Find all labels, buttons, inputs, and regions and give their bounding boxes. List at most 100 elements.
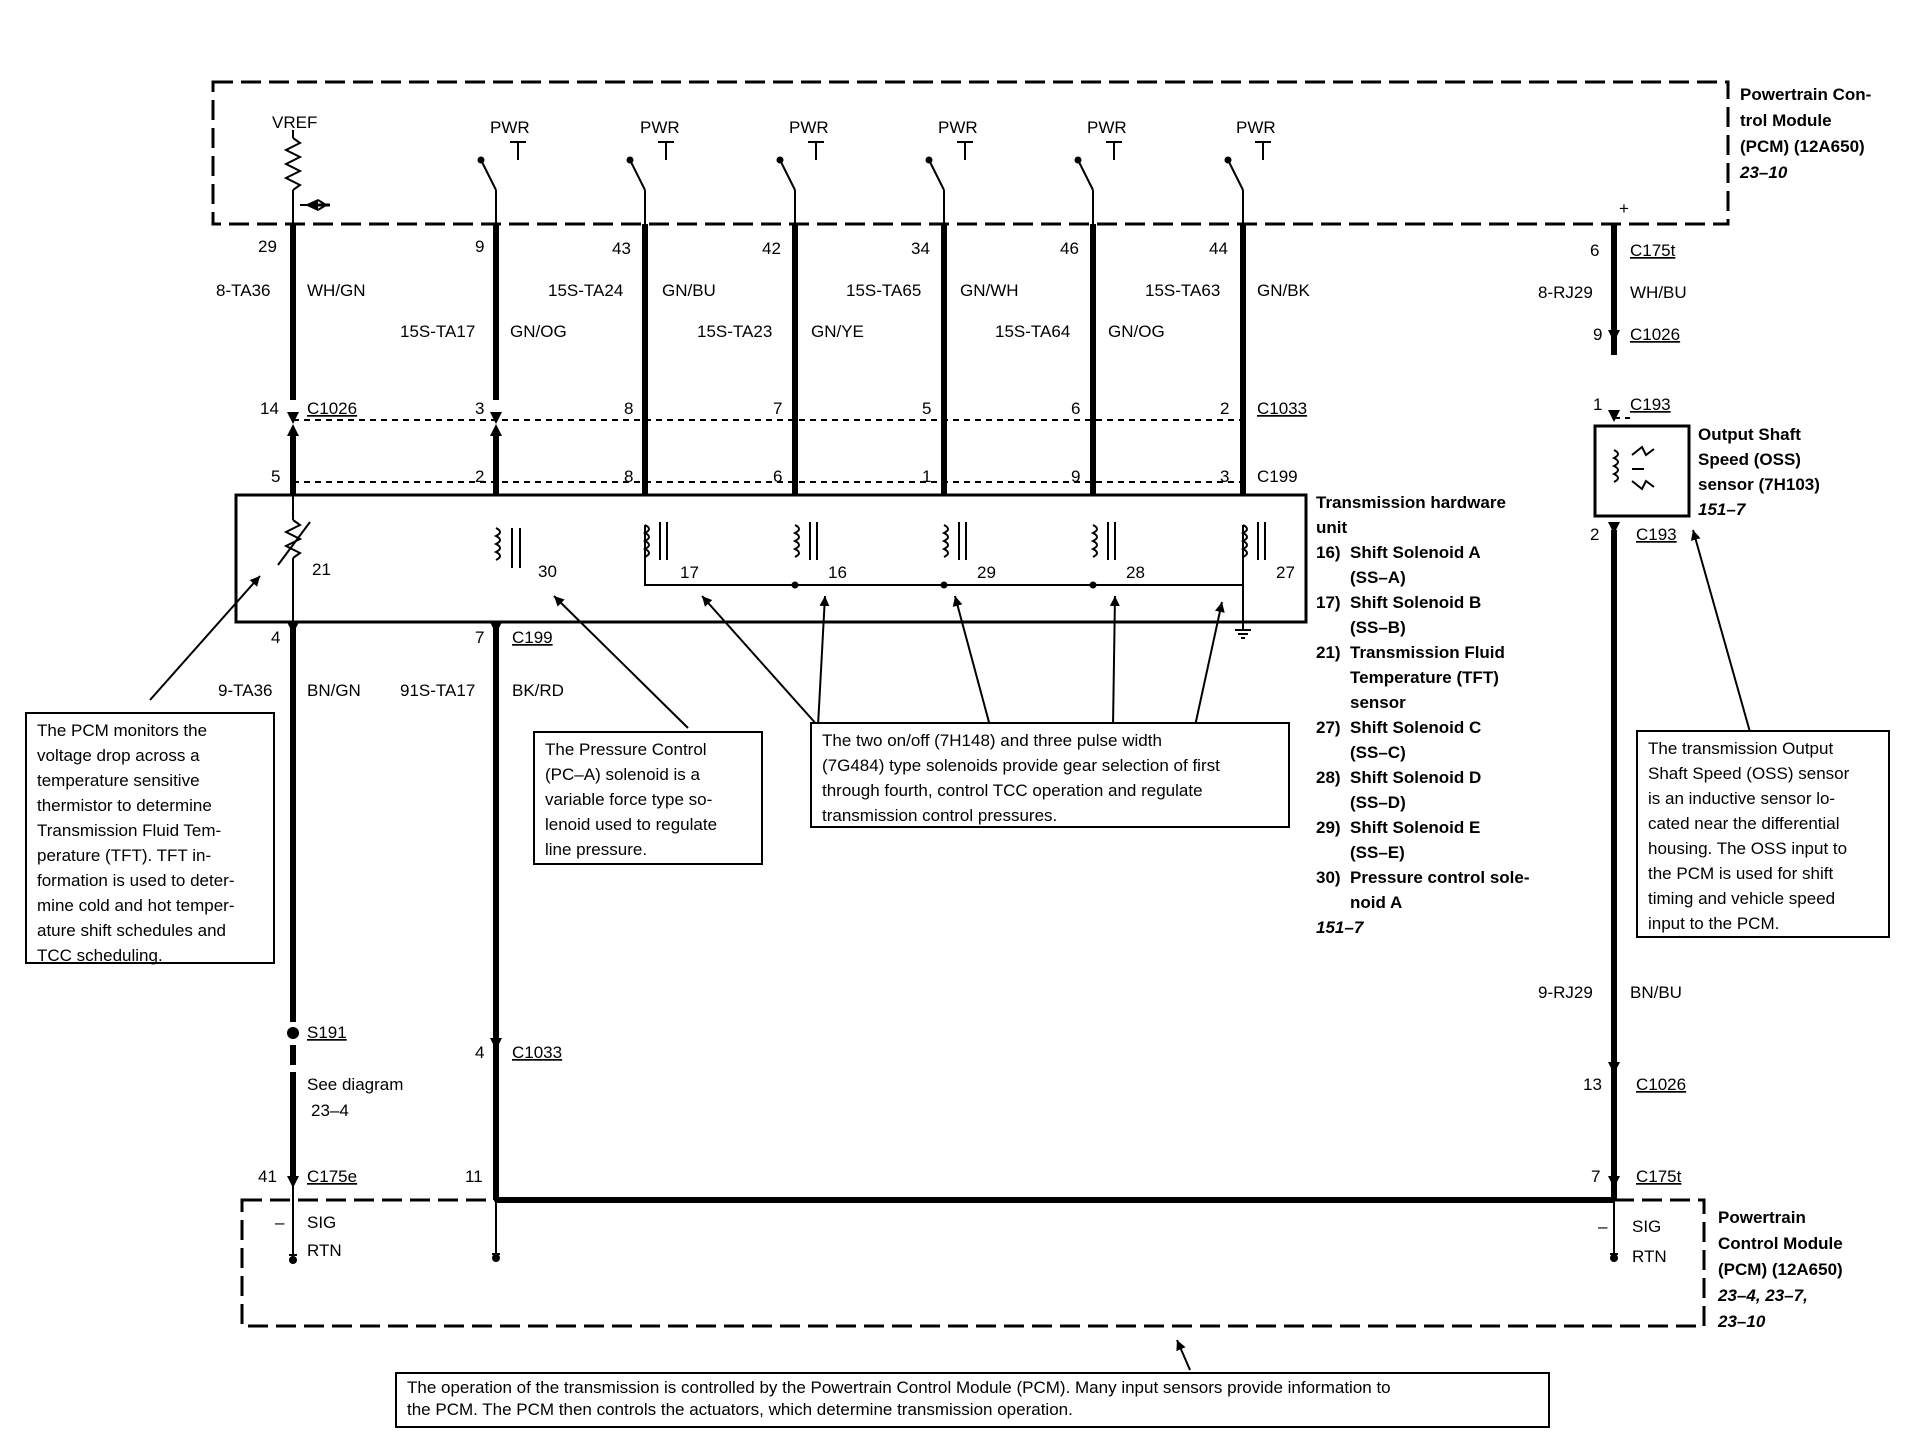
note-oss-line: is an inductive sensor lo- bbox=[1648, 789, 1836, 808]
note-tft-line: ature shift schedules and bbox=[37, 921, 227, 940]
see-diagram-1: See diagram bbox=[307, 1075, 403, 1094]
circuit-15s-ta23: 15S-TA23 bbox=[697, 322, 772, 341]
item-30-line2: noid A bbox=[1350, 893, 1402, 912]
note-oss-line: housing. The OSS input to bbox=[1648, 839, 1848, 858]
note-oss-line: Shaft Speed (OSS) sensor bbox=[1648, 764, 1850, 783]
plus-sign: + bbox=[1619, 199, 1629, 218]
wires-thin bbox=[292, 1180, 1615, 1260]
oss-circuit-9-rj29: 9-RJ29 bbox=[1538, 983, 1593, 1002]
pointer-arrows bbox=[149, 529, 1751, 1371]
c1033-label: C1033 bbox=[1257, 399, 1307, 418]
pin-8b: 8 bbox=[624, 467, 633, 486]
minus-sign-right: – bbox=[1598, 1217, 1608, 1236]
trans-unit-title-1: Transmission hardware bbox=[1316, 493, 1506, 512]
vref-pointer bbox=[305, 199, 330, 211]
vref-resistor bbox=[283, 130, 328, 224]
note-tft-line: TCC scheduling. bbox=[37, 946, 163, 965]
note-tft-line: voltage drop across a bbox=[37, 746, 200, 765]
oss-c175t-1: C175t bbox=[1630, 241, 1676, 260]
pin-44: 44 bbox=[1209, 239, 1228, 258]
note-sol-line: (7G484) type solenoids provide gear sele… bbox=[822, 756, 1220, 775]
pin-3b: 3 bbox=[1220, 467, 1229, 486]
pin-43: 43 bbox=[612, 239, 631, 258]
note-tft-line: formation is used to deter- bbox=[37, 871, 235, 890]
pin-4: 4 bbox=[271, 628, 280, 647]
pwr-label-4: PWR bbox=[938, 118, 978, 137]
c1026-label: C1026 bbox=[307, 399, 357, 418]
sig-label-left: SIG bbox=[307, 1213, 336, 1232]
circuit-15s-ta17: 15S-TA17 bbox=[400, 322, 475, 341]
comp-28: 28 bbox=[1126, 563, 1145, 582]
note-pc-line: The Pressure Control bbox=[545, 740, 707, 759]
pcm-top-box bbox=[211, 80, 1730, 226]
note-pcm-line: The operation of the transmission is con… bbox=[407, 1378, 1391, 1397]
pin-41: 41 bbox=[258, 1167, 277, 1186]
pin-7: 7 bbox=[475, 628, 484, 647]
item-17-line2: (SS–B) bbox=[1350, 618, 1406, 637]
note-sol-line: transmission control pressures. bbox=[822, 806, 1058, 825]
item-28-line1: Shift Solenoid D bbox=[1350, 768, 1481, 787]
oss-c193-1: C193 bbox=[1630, 395, 1671, 414]
c175e-label: C175e bbox=[307, 1167, 357, 1186]
pin-2: 2 bbox=[475, 467, 484, 486]
pcm-top-title-3: (PCM) (12A650) bbox=[1740, 137, 1865, 156]
circuit-91s-ta17: 91S-TA17 bbox=[400, 681, 475, 700]
oss-circuit-8-rj29: 8-RJ29 bbox=[1538, 283, 1593, 302]
note-pc-line: (PC–A) solenoid is a bbox=[545, 765, 700, 784]
circuit-15s-ta64: 15S-TA64 bbox=[995, 322, 1070, 341]
item-17-line1: Shift Solenoid B bbox=[1350, 593, 1481, 612]
connector-lines bbox=[293, 417, 1630, 483]
s191-label: S191 bbox=[307, 1023, 347, 1042]
pin-14: 14 bbox=[260, 399, 279, 418]
color-wh-gn: WH/GN bbox=[307, 281, 366, 300]
item-27-line2: (SS–C) bbox=[1350, 743, 1406, 762]
circuit-9-ta36: 9-TA36 bbox=[218, 681, 273, 700]
comp-16: 16 bbox=[828, 563, 847, 582]
pin-46: 46 bbox=[1060, 239, 1079, 258]
color-gn-bk: GN/BK bbox=[1257, 281, 1311, 300]
pcm-bottom-ref-2: 23–10 bbox=[1717, 1312, 1766, 1331]
c199-label: C199 bbox=[1257, 467, 1298, 486]
pin-42: 42 bbox=[762, 239, 781, 258]
note-tft-line: thermistor to determine bbox=[37, 796, 212, 815]
trans-unit-title-2: unit bbox=[1316, 518, 1347, 537]
oss-pin-6: 6 bbox=[1590, 241, 1599, 260]
oss-sensor-label-1: Output Shaft bbox=[1698, 425, 1801, 444]
pcm-bottom-ref-1: 23–4, 23–7, bbox=[1717, 1286, 1808, 1305]
pin-7b: 7 bbox=[773, 399, 782, 418]
ground-symbols bbox=[289, 1248, 1618, 1264]
pcm-bottom-box bbox=[240, 1198, 1706, 1328]
item-29-line1: Shift Solenoid E bbox=[1350, 818, 1480, 837]
splice-s191-dot bbox=[287, 1027, 299, 1039]
note-pc-line: lenoid used to regulate bbox=[545, 815, 718, 834]
pin-1: 1 bbox=[922, 467, 931, 486]
pwr-switches bbox=[477, 141, 1271, 225]
note-pcm-line: the PCM. The PCM then controls the actua… bbox=[407, 1400, 1073, 1419]
color-gn-og-2: GN/OG bbox=[1108, 322, 1165, 341]
unit-ground-icon bbox=[1235, 629, 1251, 639]
oss-pin-9: 9 bbox=[1593, 325, 1602, 344]
item-16-line1: Shift Solenoid A bbox=[1350, 543, 1481, 562]
color-bk-rd: BK/RD bbox=[512, 681, 564, 700]
trans-unit-ref: 151–7 bbox=[1316, 918, 1365, 937]
item-27-num: 27) bbox=[1316, 718, 1341, 737]
oss-sensor-label-2: Speed (OSS) bbox=[1698, 450, 1801, 469]
note-pcm-operation: The operation of the transmission is con… bbox=[395, 1372, 1550, 1428]
sig-label-right: SIG bbox=[1632, 1217, 1661, 1236]
item-21-line3: sensor bbox=[1350, 693, 1406, 712]
oss-pin-2: 2 bbox=[1590, 525, 1599, 544]
comp-30: 30 bbox=[538, 562, 557, 581]
pcm-top-title-1: Powertrain Con- bbox=[1740, 85, 1871, 104]
comp-17: 17 bbox=[680, 563, 699, 582]
oss-c1026-2: C1026 bbox=[1636, 1075, 1686, 1094]
color-gn-og-1: GN/OG bbox=[510, 322, 567, 341]
oss-c175t-2: C175t bbox=[1636, 1167, 1682, 1186]
pcm-bottom-title-2: Control Module bbox=[1718, 1234, 1843, 1253]
note-tft-line: perature (TFT). TFT in- bbox=[37, 846, 212, 865]
color-gn-wh: GN/WH bbox=[960, 281, 1019, 300]
transmission-unit-box bbox=[234, 493, 1308, 624]
comp-21: 21 bbox=[312, 560, 331, 579]
oss-sensor-box bbox=[1593, 424, 1691, 518]
pin-6b: 6 bbox=[1071, 399, 1080, 418]
note-sol-line: through fourth, control TCC operation an… bbox=[822, 781, 1203, 800]
